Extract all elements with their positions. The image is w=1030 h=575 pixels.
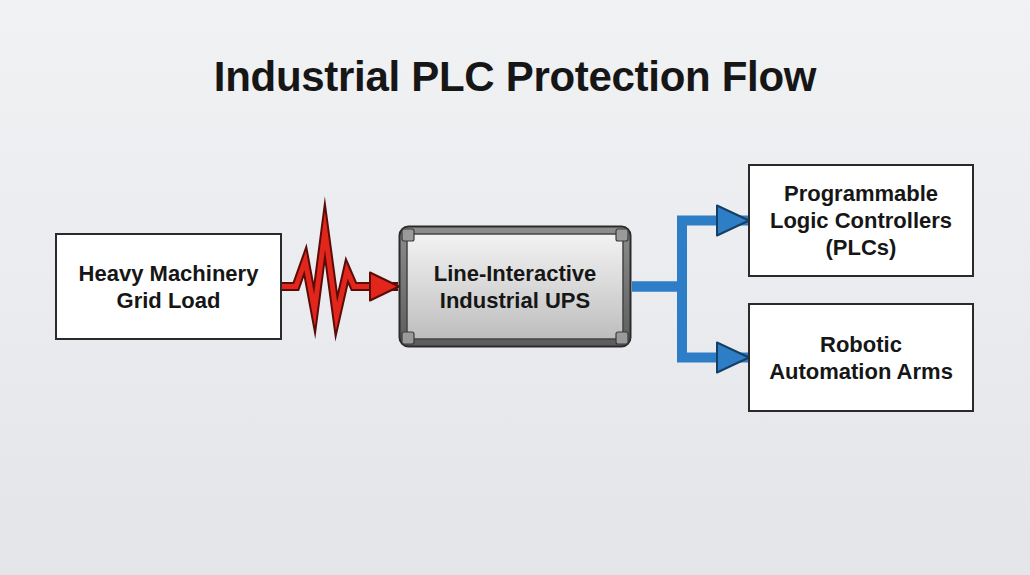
surge-arrow — [282, 231, 398, 317]
title-text: Industrial PLC Protection Flow — [214, 53, 816, 100]
source-box: Heavy Machinery Grid Load — [55, 233, 282, 340]
load-box: Robotic Automation Arms — [748, 303, 974, 412]
power-line — [632, 287, 748, 358]
node-label: Line-Interactive Industrial UPS — [414, 260, 616, 314]
power-arrow — [632, 221, 748, 287]
surge-outline — [282, 231, 398, 317]
node-label: Heavy Machinery Grid Load — [73, 260, 264, 314]
load-box: Programmable Logic Controllers (PLCs) — [748, 164, 974, 277]
ups-casing — [398, 225, 632, 348]
power-arrow — [632, 287, 748, 358]
power-line — [632, 221, 748, 287]
surge-line — [282, 231, 398, 317]
node-label: Programmable Logic Controllers (PLCs) — [766, 180, 956, 261]
diagram-title: Industrial PLC Protection Flow — [0, 52, 1030, 102]
ups-device: Line-Interactive Industrial UPS — [398, 225, 632, 348]
node-label: Robotic Automation Arms — [766, 331, 956, 385]
